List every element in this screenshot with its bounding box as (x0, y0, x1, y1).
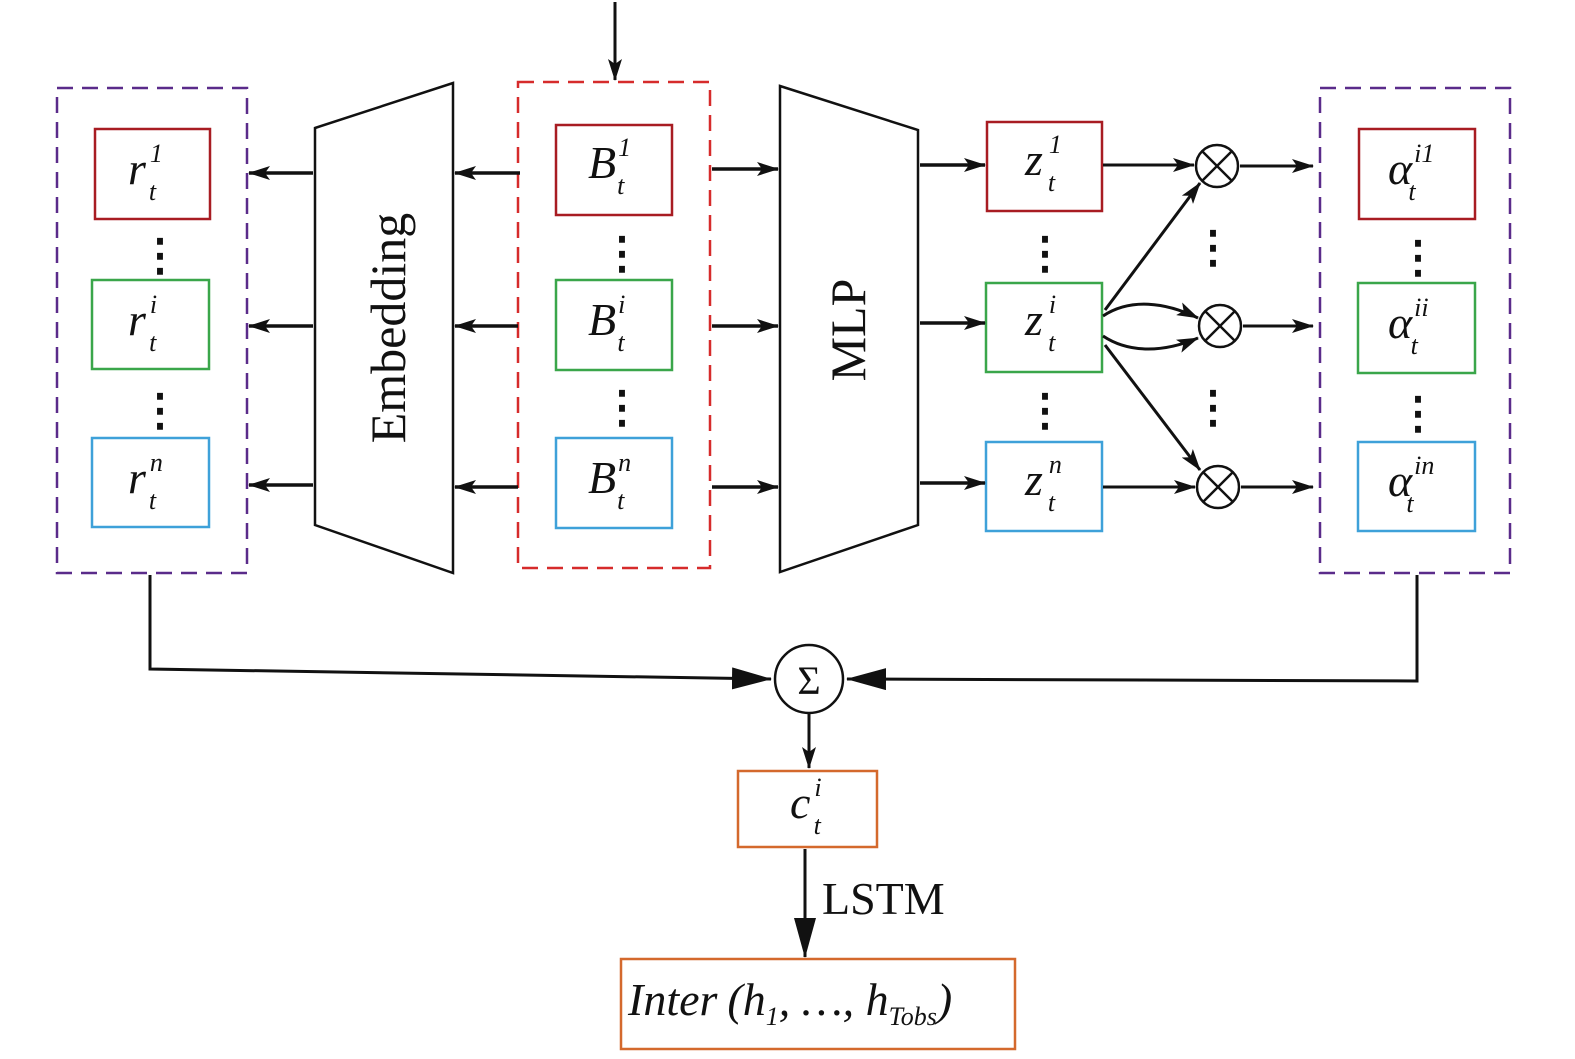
alpha-box-n (1356, 440, 1477, 533)
attention-arrows (1102, 158, 1314, 494)
z-vdots-2: ⋮ (1023, 386, 1067, 435)
z-vdots-1: ⋮ (1023, 229, 1067, 278)
z-box-n (984, 440, 1104, 533)
multiply-node-1 (1194, 143, 1240, 189)
output-label: Inter(h1, …, hTobs) (627, 974, 952, 1031)
alpha-vdots-1: ⋮ (1396, 233, 1440, 282)
embedding-block (313, 81, 455, 575)
embedding-arrows (248, 166, 520, 494)
b-box-i (554, 278, 674, 372)
mlp-arrows (712, 158, 986, 494)
r-group-box (55, 86, 249, 575)
multiply-vdots-2: ⋮ (1191, 383, 1235, 432)
r-vdots-1: ⋮ (138, 231, 182, 280)
r-box-n (90, 436, 211, 529)
sum-arrows (148, 575, 1419, 769)
r-box-1 (93, 127, 212, 221)
z-box-i (984, 281, 1104, 374)
b-box-n (554, 436, 674, 530)
multiply-node-n (1195, 464, 1241, 510)
multiply-vdots-1: ⋮ (1191, 223, 1235, 272)
sum-symbol: Σ (797, 658, 820, 703)
lstm-label: LSTM (822, 873, 945, 924)
output-box (619, 957, 1017, 1051)
alpha-vdots-2: ⋮ (1396, 389, 1440, 438)
b-vdots-2: ⋮ (600, 383, 644, 432)
z-box-1 (985, 120, 1104, 213)
c-box (736, 769, 879, 849)
r-box-i (90, 278, 211, 371)
b-box-1 (554, 123, 674, 217)
multiply-node-i (1197, 303, 1243, 349)
alpha-box-1 (1357, 127, 1477, 221)
r-vdots-2: ⋮ (138, 386, 182, 435)
b-vdots-1: ⋮ (600, 229, 644, 278)
mlp-block (778, 84, 920, 574)
mlp-label: MLP (820, 279, 876, 382)
alpha-group-box (1318, 86, 1512, 575)
alpha-box-i (1356, 281, 1477, 375)
embedding-label: Embedding (360, 213, 416, 444)
